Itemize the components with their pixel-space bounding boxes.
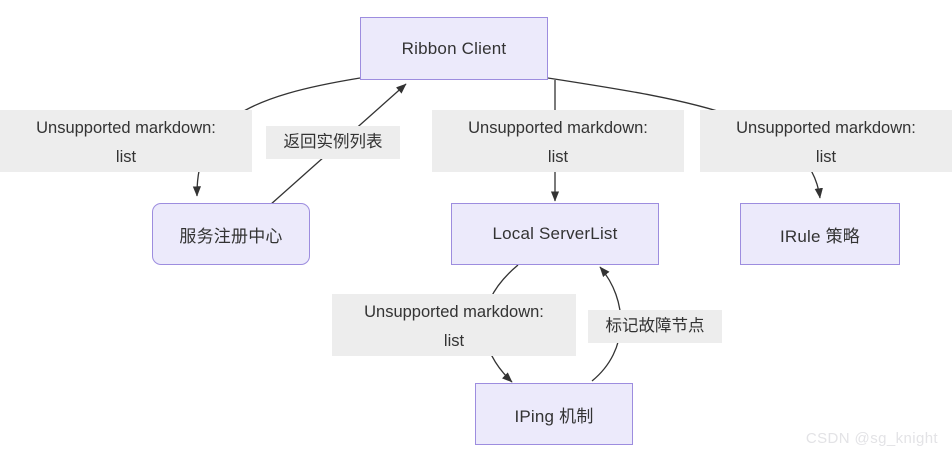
node-label: 服务注册中心: [179, 226, 283, 246]
node-label: Local ServerList: [492, 224, 618, 243]
edge-label-iping-mark: 标记故障节点: [588, 310, 722, 343]
edge-label-irule: Unsupported markdown: list: [700, 110, 952, 172]
node-label: IPing 机制: [514, 406, 594, 426]
node-local-serverlist[interactable]: Local ServerList: [451, 203, 659, 265]
node-service-registry[interactable]: 服务注册中心: [152, 203, 310, 265]
node-ribbon-client[interactable]: Ribbon Client: [360, 17, 548, 80]
edge-label-registry-return: 返回实例列表: [266, 126, 400, 159]
node-iping-mechanism[interactable]: IPing 机制: [475, 383, 633, 445]
edge-label-registry-pull: Unsupported markdown: list: [0, 110, 252, 172]
edge-label-iping-check: Unsupported markdown: list: [332, 294, 576, 356]
edge-label-serverlist: Unsupported markdown: list: [432, 110, 684, 172]
node-label: Ribbon Client: [401, 38, 507, 58]
csdn-watermark: CSDN @sg_knight: [805, 430, 938, 447]
node-irule-strategy[interactable]: IRule 策略: [740, 203, 900, 265]
node-label: IRule 策略: [779, 226, 860, 246]
